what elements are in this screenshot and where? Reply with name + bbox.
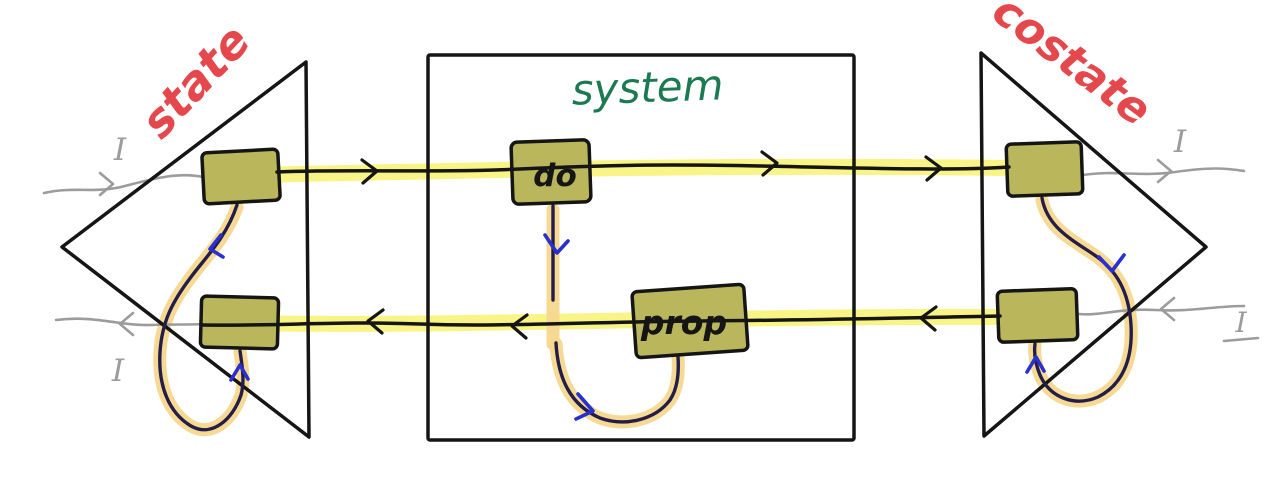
bottom-signal-wire (201, 314, 1002, 327)
costate-region-label: costate (983, 0, 1161, 136)
port-top-right-label: I (1173, 124, 1187, 160)
input-arrow-top-left-icon (98, 171, 115, 197)
port-bottom-right-label: I (1234, 306, 1247, 339)
port-top-left-label: I (113, 132, 127, 168)
costate-loop-arrow-down-icon (1097, 253, 1126, 273)
state-region-label: state (130, 14, 261, 149)
input-arrow-bottom-right-icon (1159, 296, 1176, 322)
do-node (509, 138, 593, 206)
costate-bottom-node (995, 287, 1080, 344)
output-wire-bottom-left (54, 317, 205, 327)
bottom-wire-arrow-1-icon (919, 305, 938, 332)
system-region-label: system (571, 60, 724, 114)
state-loop-arrow-up-icon (229, 363, 250, 382)
port-bottom-right-underline (1222, 336, 1260, 343)
top-wire-arrow-1-icon (360, 158, 379, 185)
costate-top-node (1004, 140, 1085, 198)
bottom-wire-arrow-3-icon (366, 308, 385, 335)
input-wire-bottom-right (1077, 304, 1246, 316)
state-triangle (60, 60, 311, 439)
prop-node-label: prop (640, 303, 727, 342)
top-wire-arrow-3-icon (924, 155, 943, 182)
bottom-wire-arrow-2-icon (510, 313, 529, 340)
costate-triangle (979, 51, 1208, 438)
top-wire-arrow-2-icon (760, 150, 779, 177)
state-bottom-node (198, 294, 281, 351)
port-bottom-left-label: I (111, 353, 125, 389)
top-signal-wire (275, 163, 1011, 174)
state-loop-curve (158, 203, 245, 432)
costate-loop-curve (1032, 196, 1133, 403)
do-to-prop-curve (554, 341, 680, 424)
output-arrow-top-right-icon (1156, 158, 1173, 184)
state-loop-arrow-down-icon (208, 233, 225, 259)
output-wire-top-right (1081, 167, 1246, 177)
do-node-label: do (533, 158, 577, 194)
do-to-prop-arrow-icon (574, 392, 595, 421)
system-box (426, 53, 856, 442)
output-arrow-bottom-left-icon (118, 311, 135, 337)
do-down-arrow-icon (543, 233, 570, 255)
input-wire-top-left (42, 173, 205, 195)
state-top-node (200, 147, 282, 206)
costate-loop-arrow-up-icon (1025, 355, 1046, 374)
